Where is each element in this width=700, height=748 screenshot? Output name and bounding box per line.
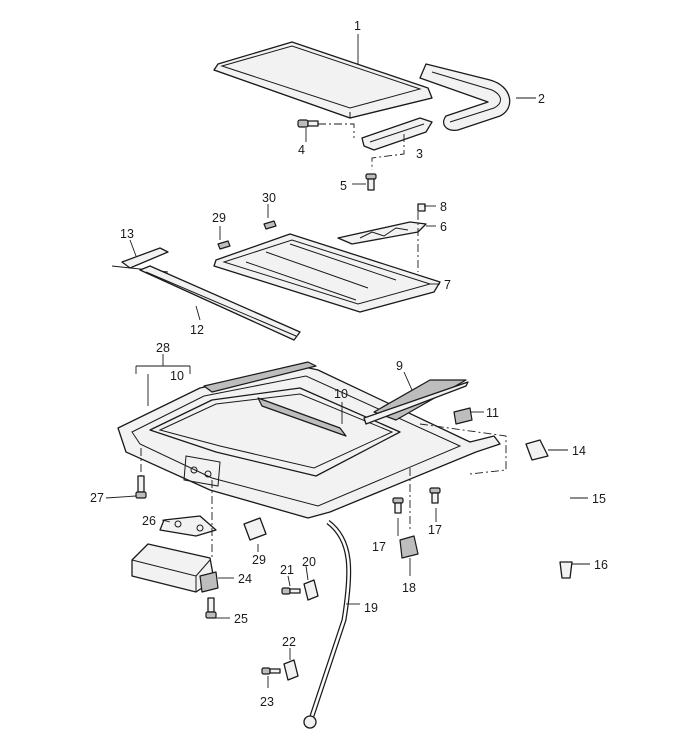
callout-30: 30	[262, 191, 276, 205]
lid-bracket	[361, 117, 433, 151]
callout-15: 15	[592, 492, 606, 506]
deflector-seal	[419, 63, 511, 131]
sunroof-lid-panel	[213, 41, 433, 119]
callout-22: 22	[282, 635, 296, 649]
callout-6: 6	[440, 220, 447, 234]
small-clip-8	[417, 203, 426, 212]
bracket-14	[525, 439, 549, 461]
holder-13	[121, 247, 169, 269]
screw-25	[205, 597, 217, 619]
wedge-9	[363, 379, 469, 425]
gasket-26	[159, 515, 217, 537]
drain-tube-19	[303, 520, 352, 729]
clip-30	[263, 220, 277, 230]
screw-4	[297, 119, 319, 128]
callout-19: 19	[364, 601, 378, 615]
callout-5: 5	[340, 179, 347, 193]
callout-8: 8	[440, 200, 447, 214]
screw-21	[281, 587, 301, 595]
headliner-panel	[213, 233, 441, 313]
callout-17-left: 17	[372, 540, 386, 554]
leader-lines	[105, 34, 590, 688]
sunroof-frame	[117, 361, 501, 519]
nozzle-16	[559, 561, 573, 579]
callout-28: 28	[156, 341, 170, 355]
clip-22	[283, 659, 299, 681]
callout-29-top: 29	[212, 211, 226, 225]
callout-1: 1	[354, 19, 361, 33]
block-11	[453, 407, 473, 425]
callout-24: 24	[238, 572, 252, 586]
callout-4: 4	[298, 143, 305, 157]
screw-17-left	[392, 497, 404, 514]
callout-18: 18	[402, 581, 416, 595]
clip-29-bottom	[243, 517, 267, 541]
callout-10: 10	[334, 387, 348, 401]
callout-21: 21	[280, 563, 294, 577]
guide-plate	[337, 221, 427, 245]
callout-2: 2	[538, 92, 545, 106]
clip-29-top	[217, 240, 231, 250]
screw-5	[365, 173, 377, 191]
clip-20	[303, 579, 319, 601]
callout-16: 16	[594, 558, 608, 572]
callout-25: 25	[234, 612, 248, 626]
screw-17-right	[429, 487, 441, 504]
callout-29-bottom: 29	[252, 553, 266, 567]
callout-11: 11	[486, 406, 499, 420]
clip-18	[399, 535, 419, 559]
callout-13: 13	[120, 227, 134, 241]
callout-20: 20	[302, 555, 316, 569]
callout-3: 3	[416, 147, 423, 161]
callout-labels: 1 2 3 4 5 6 7 8 9 10 10 11 12 13 14 15 1…	[90, 19, 608, 709]
drain-hose-15	[477, 477, 566, 560]
callout-7: 7	[444, 278, 451, 292]
callout-23: 23	[260, 695, 274, 709]
callout-12: 12	[190, 323, 204, 337]
drive-motor-24	[131, 543, 219, 593]
callout-17-right: 17	[428, 523, 442, 537]
callout-14: 14	[572, 444, 586, 458]
callout-9: 9	[396, 359, 403, 373]
screw-27	[135, 475, 147, 499]
rail-12	[111, 265, 301, 341]
callout-10-frame: 10	[170, 369, 184, 383]
callout-27: 27	[90, 491, 104, 505]
screw-23	[261, 667, 281, 675]
callout-26: 26	[142, 514, 156, 528]
